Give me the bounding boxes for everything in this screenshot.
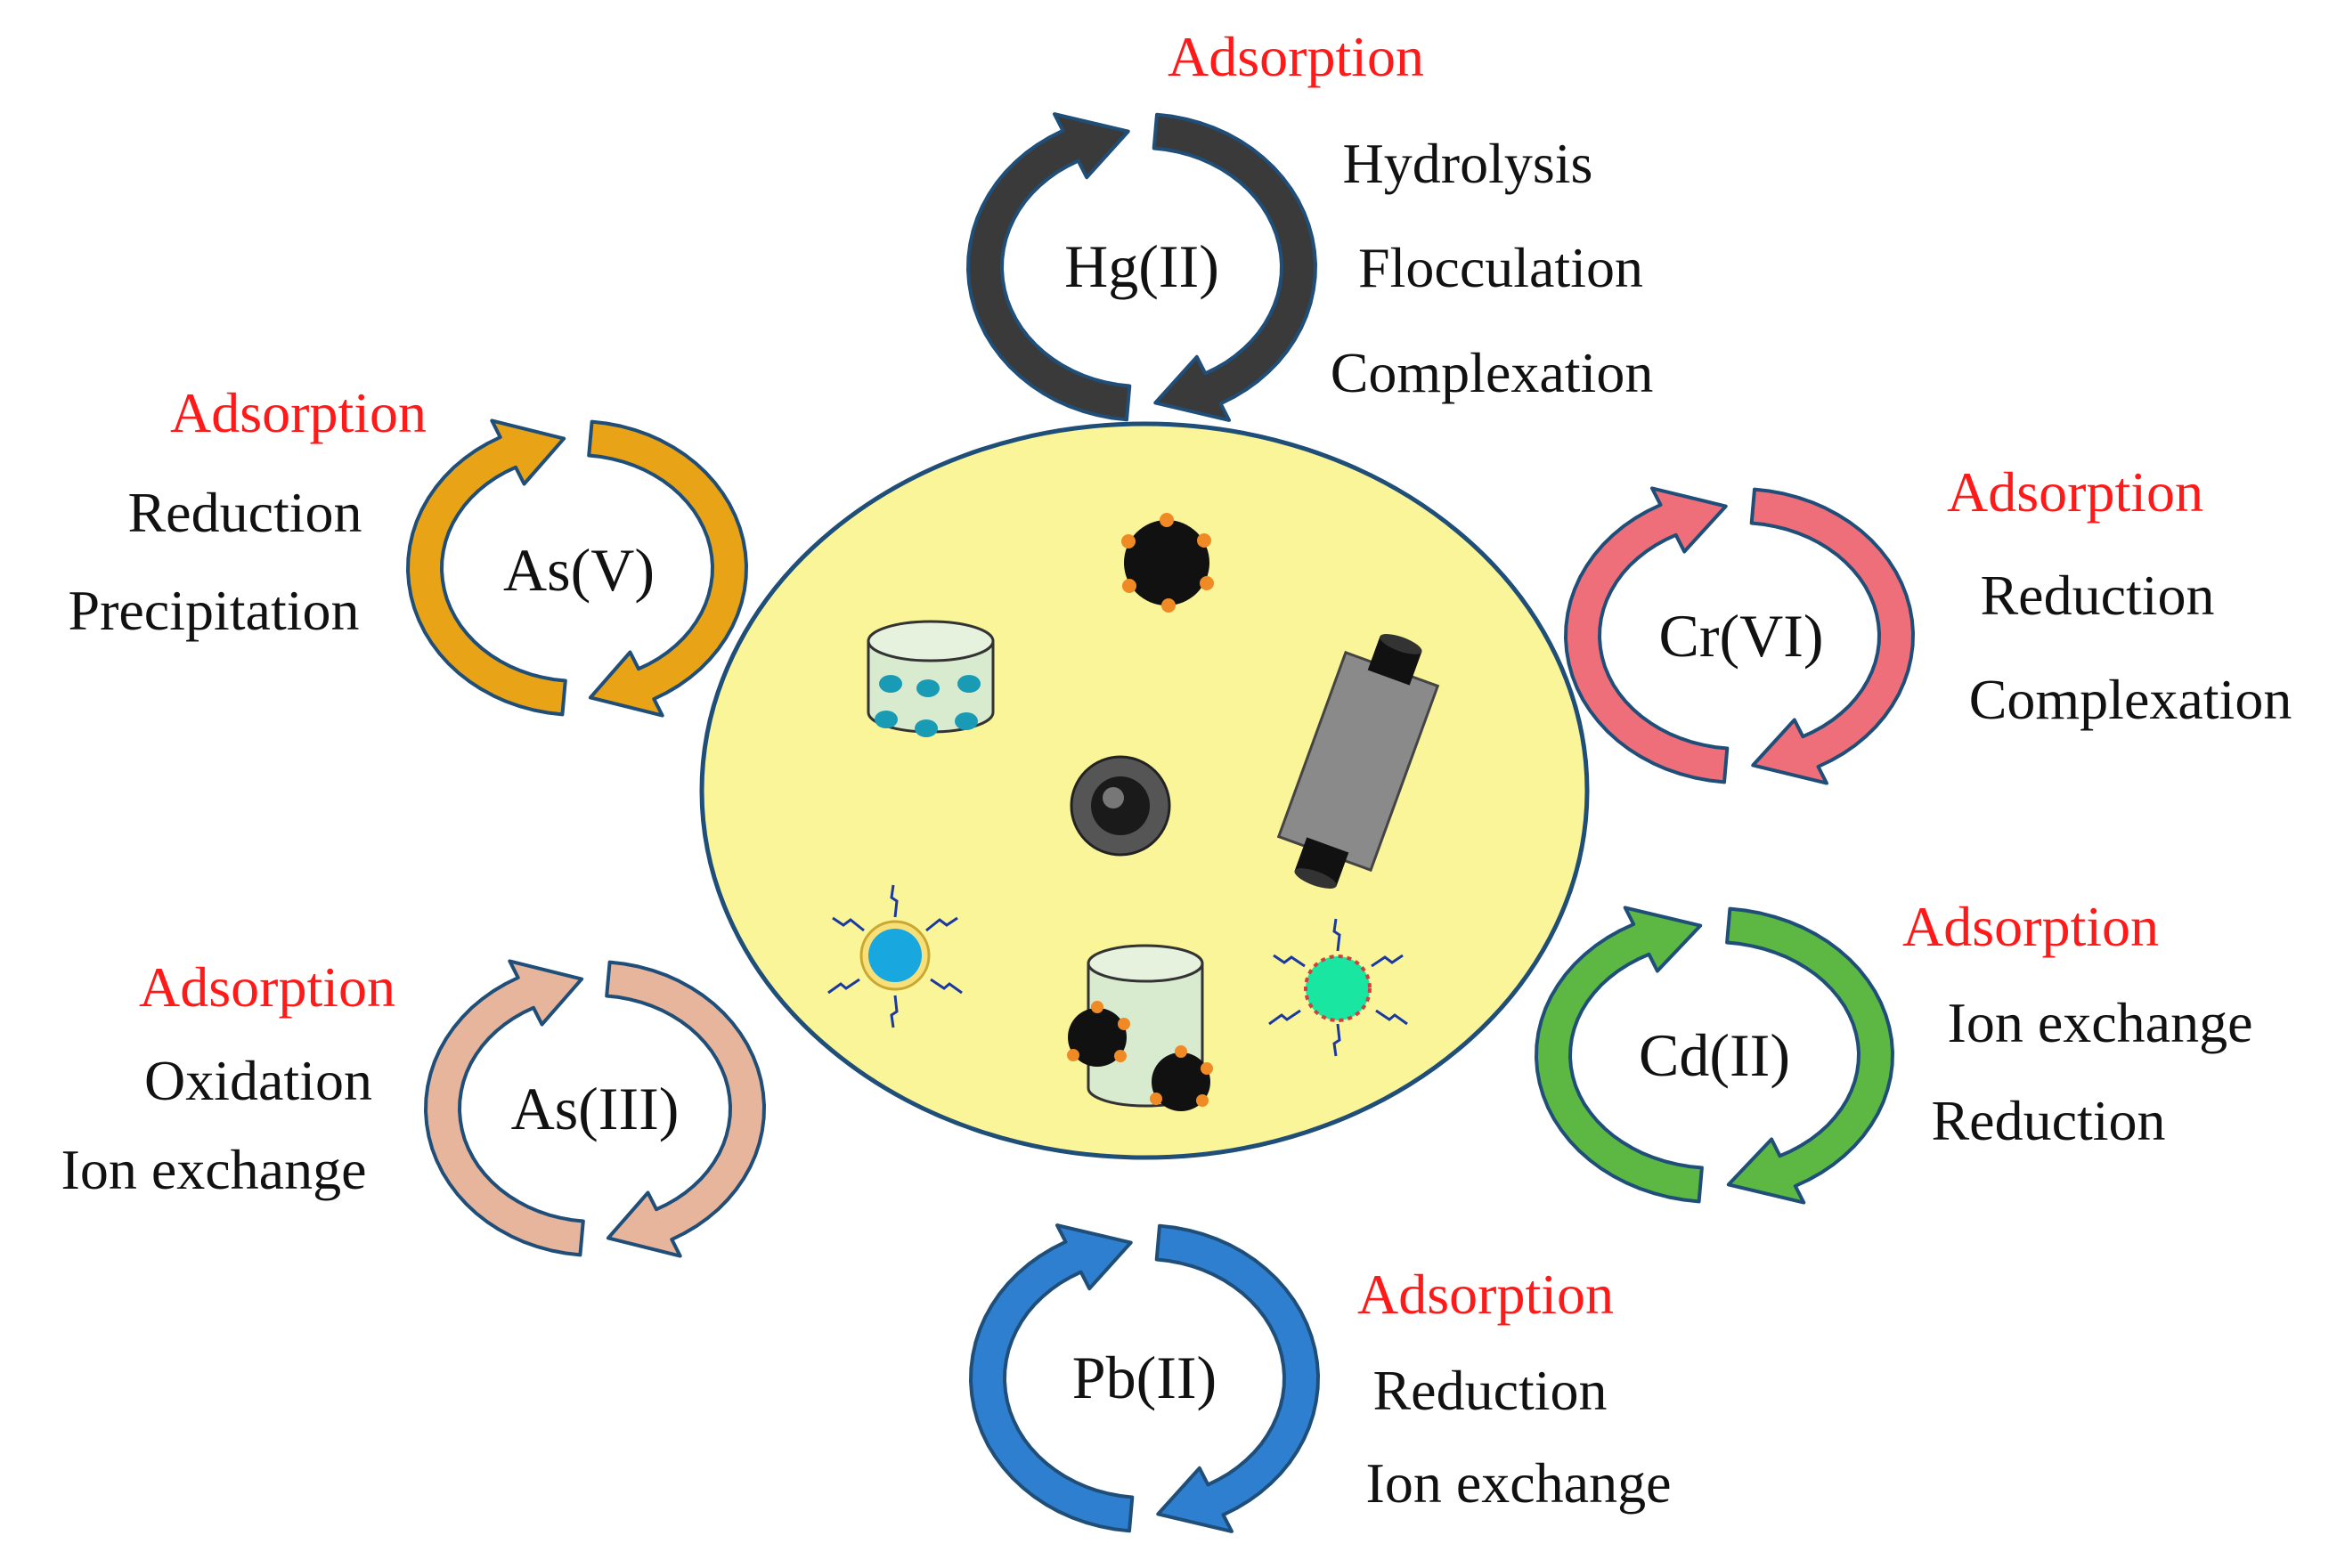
mechanism-cr-2: Reduction bbox=[1980, 564, 2214, 627]
ion-labels: Hg(II) As(V) Cr(VI) As(III) Cd(II) Pb(II… bbox=[503, 232, 1824, 1411]
cycle-arrow-pb-left bbox=[969, 1223, 1135, 1533]
cycle-arrow-cd-right bbox=[1725, 906, 1894, 1205]
mechanism-as5-2: Reduction bbox=[127, 481, 362, 544]
mechanism-labels: Adsorption Hydrolysis Flocculation Compl… bbox=[61, 25, 2292, 1515]
ion-label-cd: Cd(II) bbox=[1639, 1021, 1790, 1089]
cycle-arrow-as5-right bbox=[587, 419, 748, 718]
hollow-sphere-icon bbox=[1070, 755, 1171, 857]
mechanism-cr-3: Complexation bbox=[1969, 668, 2292, 731]
mechanism-as3-2: Oxidation bbox=[144, 1049, 372, 1112]
ion-label-hg: Hg(II) bbox=[1064, 232, 1219, 300]
mechanism-pb-3: Ion exchange bbox=[1366, 1451, 1672, 1515]
cycle-arrow-as3-right bbox=[605, 960, 766, 1258]
mechanism-hg-3: Flocculation bbox=[1358, 236, 1643, 299]
ion-label-pb: Pb(II) bbox=[1072, 1344, 1217, 1411]
ion-label-as5: As(V) bbox=[503, 536, 655, 604]
cycle-arrow-cd-left bbox=[1535, 906, 1704, 1204]
mechanism-pb-2: Reduction bbox=[1372, 1359, 1607, 1422]
nanotube-icon bbox=[1276, 634, 1440, 889]
mechanism-as3-3: Ion exchange bbox=[61, 1138, 367, 1201]
cycle-arrow-pb bbox=[969, 1223, 1320, 1533]
cycle-arrow-pb-right bbox=[1154, 1223, 1320, 1533]
mechanism-cd-2: Ion exchange bbox=[1948, 991, 2253, 1054]
cycle-arrow-cd bbox=[1535, 906, 1894, 1205]
mechanism-pb-1: Adsorption bbox=[1357, 1263, 1614, 1326]
cycle-arrow-as5-left bbox=[406, 418, 567, 717]
mechanism-as5-1: Adsorption bbox=[170, 381, 427, 444]
cycle-arrow-hg-left bbox=[966, 112, 1132, 422]
mechanism-as3-1: Adsorption bbox=[139, 955, 395, 1019]
mechanism-cd-3: Reduction bbox=[1931, 1089, 2165, 1152]
coated-cylinder-icon bbox=[1067, 944, 1213, 1111]
mechanism-as5-3: Precipitation bbox=[68, 579, 359, 642]
cycle-arrow-hg bbox=[966, 112, 1317, 422]
mechanism-hg-2: Hydrolysis bbox=[1343, 132, 1593, 195]
porous-cylinder-icon bbox=[867, 620, 995, 737]
functionalized-particle-icon bbox=[827, 884, 963, 1028]
ion-label-cr: Cr(VI) bbox=[1658, 602, 1823, 670]
mechanism-hg-4: Complexation bbox=[1331, 341, 1654, 404]
cycle-arrows-layer bbox=[406, 112, 1915, 1533]
core-shell-particle-icon bbox=[1121, 513, 1214, 613]
ion-label-as3: As(III) bbox=[511, 1075, 680, 1142]
functionalized-particle-green-icon bbox=[1268, 918, 1408, 1057]
center-disk-group bbox=[699, 421, 1590, 1160]
mechanism-cr-1: Adsorption bbox=[1947, 460, 2203, 524]
cycle-arrow-hg-right bbox=[1152, 112, 1317, 422]
cycle-arrow-cr-left bbox=[1564, 486, 1730, 784]
cycle-arrow-as3-left bbox=[424, 959, 585, 1257]
cycle-arrow-as3 bbox=[424, 959, 766, 1258]
mechanism-hg-1: Adsorption bbox=[1168, 25, 1424, 88]
cycle-arrow-cr bbox=[1564, 486, 1915, 785]
cycle-arrow-as5 bbox=[406, 418, 748, 718]
cycle-arrow-cr-right bbox=[1749, 487, 1915, 785]
mechanism-cd-1: Adsorption bbox=[1902, 895, 2159, 958]
